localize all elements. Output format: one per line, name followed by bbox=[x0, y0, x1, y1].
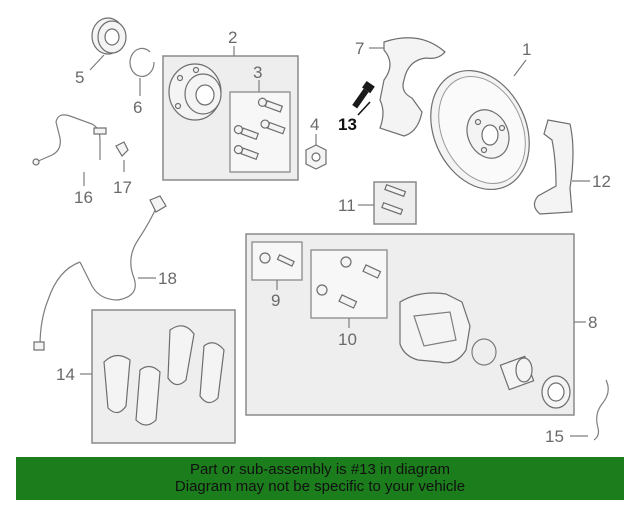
part-number-7: 7 bbox=[355, 39, 364, 58]
hub-part bbox=[168, 63, 222, 121]
part-number-6: 6 bbox=[133, 98, 142, 117]
parts-diagram: 5 6 2 3 4 7 13 1 bbox=[32, 17, 611, 446]
bleeder-box bbox=[251, 241, 303, 281]
banner-line-2: Diagram may not be specific to your vehi… bbox=[174, 478, 466, 495]
part-number-9: 9 bbox=[271, 291, 280, 310]
sensor-harness-part bbox=[35, 114, 101, 163]
spring-clip-part bbox=[593, 379, 609, 441]
slide-kit-parts bbox=[316, 256, 382, 309]
part-number-13: 13 bbox=[338, 115, 357, 134]
guide-pin-box bbox=[373, 181, 417, 225]
info-banner: Part or sub-assembly is #13 in diagram D… bbox=[16, 457, 624, 500]
bearing-part bbox=[91, 17, 127, 55]
part-number-4: 4 bbox=[310, 115, 319, 134]
piston-seal bbox=[471, 338, 497, 366]
guide-pins bbox=[381, 183, 407, 216]
part-number-17: 17 bbox=[113, 178, 132, 197]
piston-boot bbox=[541, 375, 571, 409]
part-number-3: 3 bbox=[253, 63, 262, 82]
part-number-2: 2 bbox=[228, 28, 237, 47]
part-number-14: 14 bbox=[56, 365, 75, 384]
piston-part bbox=[499, 355, 535, 391]
caliper-bracket-part bbox=[533, 119, 574, 215]
part-number-18: 18 bbox=[158, 269, 177, 288]
brake-rotor-part bbox=[430, 69, 530, 191]
hub-bolts bbox=[233, 97, 286, 161]
part-number-5: 5 bbox=[75, 68, 84, 87]
part-number-15: 15 bbox=[545, 427, 564, 446]
snap-ring-part bbox=[129, 47, 155, 78]
part-number-10: 10 bbox=[338, 330, 357, 349]
part-number-1: 1 bbox=[522, 40, 531, 59]
bleeder-parts bbox=[259, 252, 295, 267]
caliper-part bbox=[399, 292, 471, 364]
part-number-16: 16 bbox=[74, 188, 93, 207]
clip-part bbox=[115, 141, 129, 157]
shield-bolt-part bbox=[352, 80, 375, 109]
banner-line-1: Part or sub-assembly is #13 in diagram bbox=[189, 461, 451, 478]
part-number-8: 8 bbox=[588, 313, 597, 332]
abs-sensor-part bbox=[79, 203, 159, 301]
part-number-12: 12 bbox=[592, 172, 611, 191]
brake-pads bbox=[103, 325, 225, 426]
splash-shield-part bbox=[379, 37, 446, 137]
part-number-11: 11 bbox=[338, 196, 356, 215]
